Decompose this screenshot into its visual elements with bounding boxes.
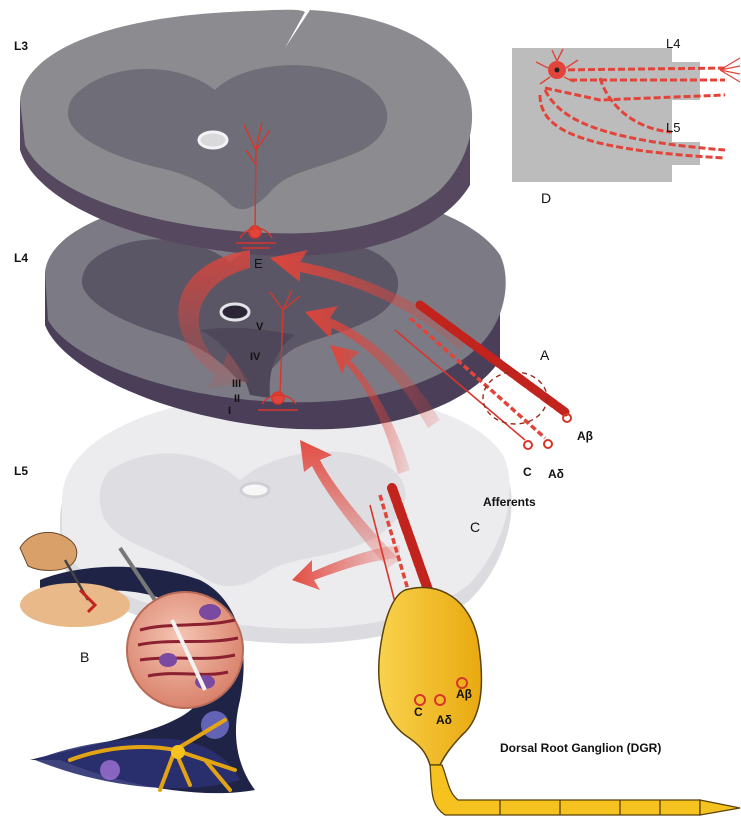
label-level-l4: L4 — [14, 251, 28, 265]
label-fiber-adelta-a: Aδ — [548, 467, 564, 481]
panel-b-skin-disc — [20, 583, 130, 627]
label-afferents: Afferents — [483, 495, 536, 509]
inset-fiber-1 — [558, 68, 725, 70]
panel-b-glia-2 — [100, 760, 120, 780]
label-fiber-c-a: C — [523, 465, 532, 479]
label-lamina-iv: IV — [250, 351, 261, 363]
label-panel-c: C — [470, 519, 480, 535]
label-lamina-iii: III — [232, 378, 241, 390]
inset-neuron-nucleus — [555, 68, 560, 73]
label-level-l3: L3 — [14, 39, 28, 53]
slice-l3 — [20, 10, 472, 256]
canal-l5 — [241, 483, 269, 497]
label-panel-a: A — [540, 347, 550, 363]
label-fiber-adelta-c: Aδ — [436, 713, 452, 727]
label-lamina-ii: II — [234, 393, 240, 405]
canal-l4 — [221, 304, 249, 320]
terminal-c-a — [524, 441, 532, 449]
panel-b-yellow-soma — [171, 745, 185, 759]
label-inset-l5: L5 — [666, 120, 680, 135]
label-panel-e: E — [254, 256, 263, 271]
label-fiber-abeta-a: Aβ — [577, 429, 593, 443]
dorsal-root-ganglion — [379, 587, 740, 815]
label-fiber-abeta-c: Aβ — [456, 687, 472, 701]
panel-b-cell-2 — [159, 653, 177, 667]
panel-b-cell-1 — [199, 604, 221, 620]
label-panel-b: B — [80, 649, 89, 665]
label-ganglion: Dorsal Root Ganglion (DGR) — [500, 741, 661, 755]
inset-d — [512, 48, 740, 182]
label-lamina-i: I — [228, 405, 231, 417]
neuron-l4-soma — [272, 392, 284, 404]
ganglion-body — [379, 587, 482, 765]
canal-l3 — [199, 132, 227, 148]
label-inset-l4: L4 — [666, 36, 680, 51]
terminal-adelta-a — [544, 440, 552, 448]
inset-d-terminal — [720, 58, 740, 82]
label-panel-d: D — [541, 190, 551, 206]
label-fiber-c-c: C — [414, 705, 423, 719]
label-lamina-v: V — [256, 321, 264, 333]
label-level-l5: L5 — [14, 464, 28, 478]
ganglion-axon-taper — [700, 800, 740, 815]
